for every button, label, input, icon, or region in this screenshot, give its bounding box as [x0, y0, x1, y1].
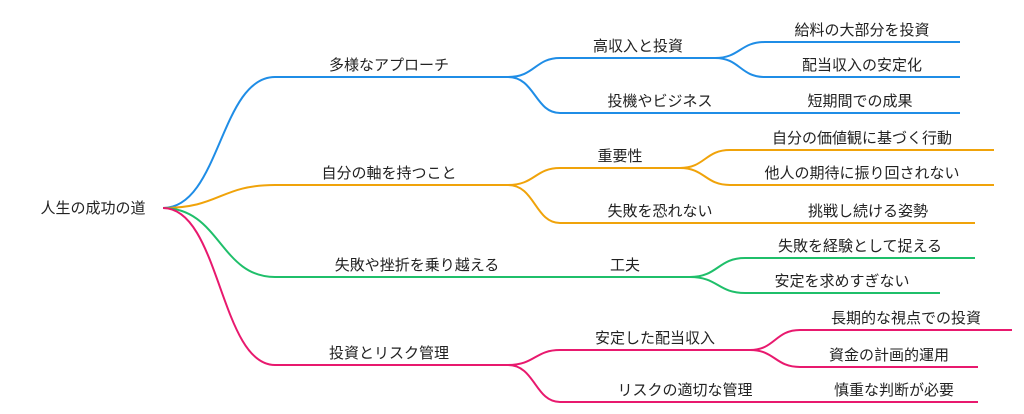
connector-root-approach [162, 76, 508, 209]
connector-kufu-leaf2 [689, 276, 940, 294]
connector-investment-dividend [507, 349, 750, 366]
leaf-label: 自分の価値観に基づく行動 [772, 129, 952, 147]
subbranch-label-nofear: 失敗を恐れない [607, 202, 712, 220]
leaf-label: 挑戦し続ける姿勢 [808, 202, 928, 220]
connector-importance-leaf2 [679, 167, 994, 186]
connector-axis-nofear [507, 184, 760, 224]
connector-approach-highincome [507, 57, 715, 78]
connector-investment-risk [507, 364, 810, 403]
connector-kufu-leaf1 [689, 257, 975, 278]
subbranch-label-highincome: 高収入と投資 [593, 37, 683, 55]
connector-highincome-leaf1 [714, 41, 960, 59]
connector-root-axis [162, 184, 508, 209]
connector-importance-leaf1 [679, 149, 994, 169]
branch-label-axis: 自分の軸を持つこと [321, 164, 456, 182]
connector-highincome-leaf2 [714, 57, 960, 78]
subbranch-label-kufu: 工夫 [610, 256, 640, 274]
leaf-label: 失敗を経験として捉える [778, 237, 942, 255]
branch-label-approach: 多様なアプローチ [329, 56, 449, 74]
leaf-label: 安定を求めすぎない [774, 272, 909, 290]
connector-axis-importance [507, 167, 680, 186]
root-label: 人生の成功の道 [40, 199, 145, 217]
connector-root-investment [162, 207, 508, 366]
subbranch-label-speculation: 投機やビジネス [607, 92, 712, 110]
connector-root-failure [162, 207, 560, 278]
leaf-label: 配当収入の安定化 [802, 56, 922, 74]
leaf-label: 慎重な判断が必要 [834, 381, 954, 399]
leaf-label: 短期間での成果 [807, 92, 912, 110]
connector-dividend-leaf1 [749, 329, 1012, 351]
connector-approach-speculation [507, 76, 760, 114]
leaf-label: 給料の大部分を投資 [794, 21, 929, 39]
subbranch-label-importance: 重要性 [597, 147, 642, 165]
branch-label-investment: 投資とリスク管理 [329, 344, 449, 362]
subbranch-label-risk: リスクの適切な管理 [617, 381, 752, 399]
leaf-label: 他人の期待に振り回されない [764, 164, 959, 182]
subbranch-label-dividend: 安定した配当収入 [595, 329, 715, 347]
branch-label-failure: 失敗や挫折を乗り越える [335, 256, 500, 274]
connector-dividend-leaf2 [749, 349, 978, 368]
leaf-label: 資金の計画的運用 [829, 346, 949, 364]
leaf-label: 長期的な視点での投資 [831, 309, 981, 327]
